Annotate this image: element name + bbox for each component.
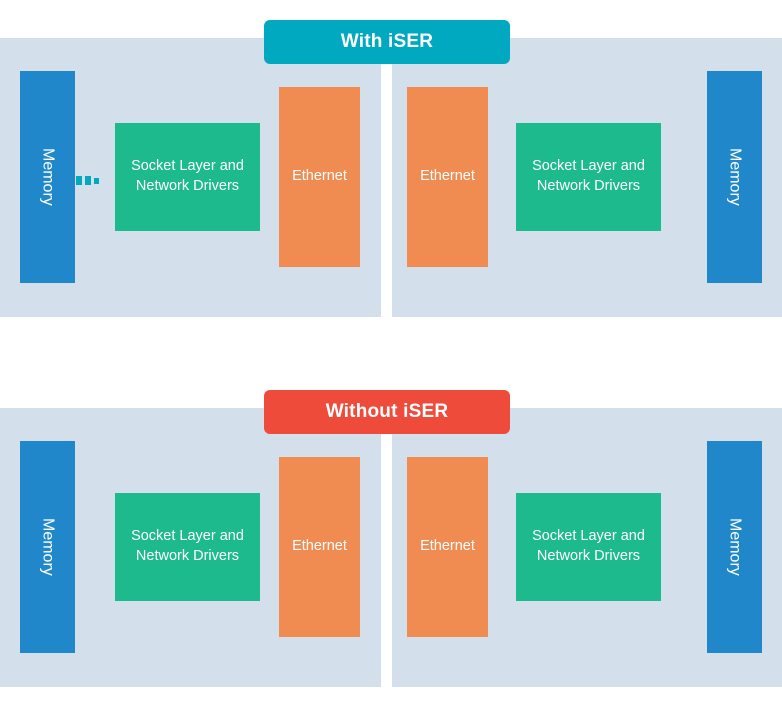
banner-with-iser-label: With iSER (340, 31, 434, 52)
banner-without-iser-label: Without iSER (325, 401, 449, 422)
memory-label: Memory (726, 518, 744, 576)
with-iser-left-memory-block: Memory (20, 71, 75, 283)
banner-without-iser: Without iSER (264, 390, 510, 434)
without-iser-right-ethernet-block: Ethernet (407, 457, 488, 637)
with-iser-right-memory-block: Memory (707, 71, 762, 283)
connector-dash-icon (94, 177, 99, 184)
memory-label: Memory (39, 518, 57, 576)
connector-dash-icon (85, 176, 91, 185)
ethernet-label: Ethernet (292, 538, 347, 555)
ethernet-label: Ethernet (292, 168, 347, 185)
memory-label: Memory (39, 148, 57, 206)
without-iser-left-ethernet-block: Ethernet (279, 457, 360, 637)
with-iser-left-ethernet-block: Ethernet (279, 87, 360, 267)
with-iser-memory-socket-connector (76, 176, 102, 185)
connector-dash-icon (76, 176, 82, 185)
with-iser-right-ethernet-block: Ethernet (407, 87, 488, 267)
ethernet-label: Ethernet (420, 168, 475, 185)
without-iser-right-memory-block: Memory (707, 441, 762, 653)
memory-label: Memory (726, 148, 744, 206)
without-iser-left-memory-block: Memory (20, 441, 75, 653)
ethernet-label: Ethernet (420, 538, 475, 555)
banner-with-iser: With iSER (264, 20, 510, 64)
